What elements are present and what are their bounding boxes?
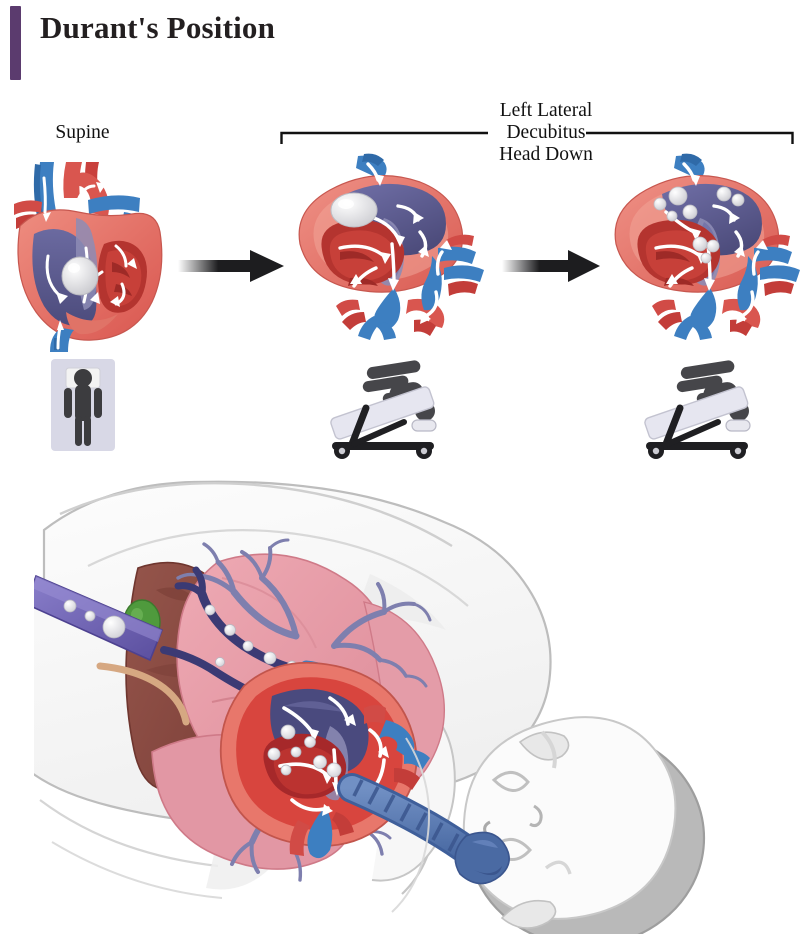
heart-cross-section-rotated-dispersed xyxy=(614,153,800,340)
supine-patient-on-bed-icon xyxy=(51,359,115,451)
trendelenburg-tilt-table-icon-2 xyxy=(644,360,751,459)
grouping-bracket xyxy=(280,131,794,144)
arrow-supine-to-lld xyxy=(178,250,284,282)
trachea xyxy=(337,773,510,885)
heart-cross-section-rotated xyxy=(298,153,484,340)
page-title: Durant's Position xyxy=(40,10,276,45)
label-line-head-down: Head Down xyxy=(499,144,593,165)
accent-bar xyxy=(10,6,21,80)
heart-cross-section-upright xyxy=(14,162,163,352)
label-line-left-lateral: Left Lateral xyxy=(499,100,593,121)
page-header: Durant's Position xyxy=(0,0,800,92)
air-bubbles-dispersed xyxy=(653,186,745,264)
air-bubbles xyxy=(267,724,342,778)
label-line-decubitus: Decubitus xyxy=(506,122,586,143)
head xyxy=(462,716,706,934)
face xyxy=(462,716,677,920)
label-supine: Supine xyxy=(55,122,110,143)
arrow-lld-to-dispersed xyxy=(502,250,600,282)
label-left-lateral-decubitus-head-down: Left Lateral Decubitus Head Down xyxy=(466,100,626,166)
trendelenburg-tilt-table-icon xyxy=(330,360,437,459)
patient-left-lateral-decubitus-illustration xyxy=(34,480,706,934)
